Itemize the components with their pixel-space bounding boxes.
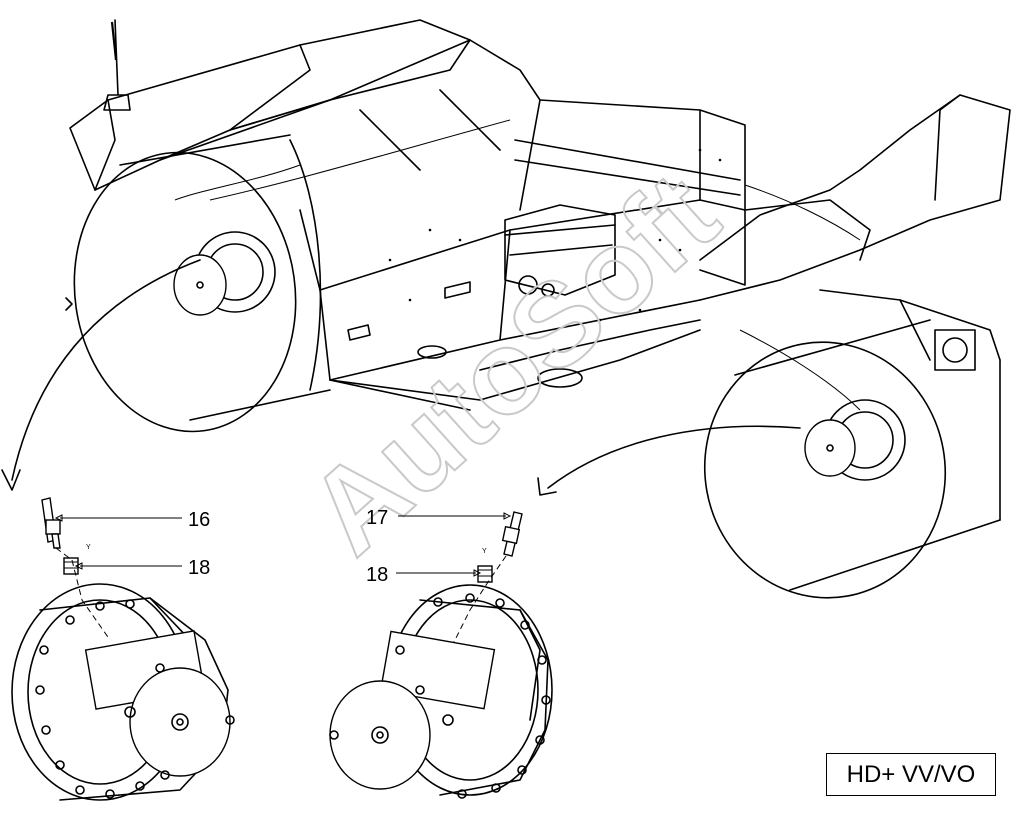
left-fitting-16 xyxy=(41,497,61,549)
right-axis-line xyxy=(449,555,507,651)
small-mark-right: Y xyxy=(482,548,487,555)
left-drive-motor xyxy=(11,583,235,801)
explode-arrows xyxy=(1,259,801,496)
frame-fasteners xyxy=(388,148,722,322)
right-drum xyxy=(703,319,1001,599)
small-mark-left: Y xyxy=(86,544,91,551)
right-fitting-17 xyxy=(501,511,523,557)
variant-label: HD+ VV/VO xyxy=(846,760,976,788)
left-drum xyxy=(73,134,331,433)
right-motor-bolts xyxy=(329,593,551,799)
callout-18-right: 18 xyxy=(366,564,388,586)
machine-frame xyxy=(69,19,1011,411)
callout-17: 17 xyxy=(366,507,388,529)
left-axis-line xyxy=(55,547,111,641)
callout-18-left: 18 xyxy=(188,557,210,579)
left-motor-bolts xyxy=(35,599,235,799)
callout-16: 16 xyxy=(188,509,210,531)
right-seal-18 xyxy=(477,565,493,583)
right-drive-motor xyxy=(329,584,553,799)
variant-label-box: HD+ VV/VO xyxy=(826,753,996,796)
